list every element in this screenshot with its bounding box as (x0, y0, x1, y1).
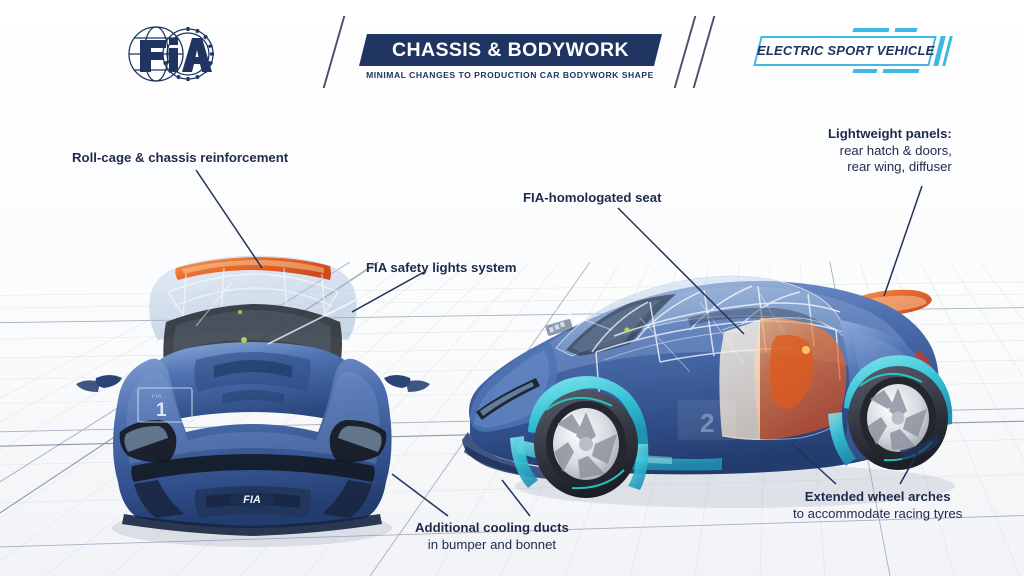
fia-logo (128, 26, 214, 82)
page-title: CHASSIS & BODYWORK (392, 39, 629, 61)
front-car-splitter (122, 514, 382, 536)
leader-roll-cage (195, 169, 263, 269)
leader-seat (617, 207, 745, 335)
callout-roll-cage-title: Roll-cage & chassis reinforcement (72, 150, 289, 165)
arch-measure-arc (545, 396, 613, 411)
badge-tick-top-2 (894, 28, 918, 32)
leader-wheel-arches-2 (899, 451, 919, 485)
svg-text:FIA: FIA (152, 394, 161, 400)
homologated-seat (770, 334, 814, 409)
svg-text:FIA: FIA (243, 494, 261, 506)
callout-seat-title: FIA-homologated seat (523, 190, 662, 205)
callout-arches-sub: to accommodate racing tyres (793, 505, 963, 521)
callout-arches-title: Extended wheel arches (804, 489, 951, 504)
callout-roll-cage: Roll-cage & chassis reinforcement (72, 150, 288, 167)
callout-ducts-sub: in bumper and bonnet (427, 536, 557, 552)
rear-diffuser (900, 434, 940, 460)
rear-car-highlight-streak (519, 295, 613, 331)
fia-safety-lights-module (545, 319, 573, 336)
callout-safety-lights: FIA safety lights system (366, 260, 516, 277)
callout-panels-line-2: rear wing, diffuser (847, 159, 952, 174)
front-car: 1 FIA FIA (76, 255, 430, 536)
svg-text:2: 2 (700, 408, 714, 438)
marker-light-green-front (241, 337, 247, 343)
callout-lightweight-panels: Lightweight panels: rear hatch & doors, … (828, 126, 952, 176)
callout-ducts-title: Additional cooling ducts (415, 520, 569, 535)
front-car-number-plate: 1 FIA (137, 387, 193, 423)
rear-car-door-number: 2 (677, 399, 737, 441)
front-car-grille (131, 454, 375, 482)
callout-panels-title: Lightweight panels: (828, 126, 952, 141)
leader-ducts-1 (391, 473, 449, 517)
bonnet-cooling-ducts (194, 352, 311, 404)
front-car-mirror-right (384, 375, 411, 388)
electric-sport-vehicle-badge: ELECTRIC SPORT VEHICLE (753, 28, 955, 73)
rear-car-windscreen (566, 294, 676, 356)
extended-wheel-arch-rear (844, 355, 953, 426)
callout-panels-line-1: rear hatch & doors, (839, 142, 952, 158)
leader-ducts-2 (501, 479, 531, 517)
front-car-mirror-left (95, 375, 122, 388)
callout-wheel-arches: Extended wheel arches to accommodate rac… (793, 489, 962, 522)
badge-tick-bottom-1 (852, 69, 878, 73)
rear-car-glass-cabin (555, 275, 847, 357)
leader-safety-lights (351, 271, 425, 313)
front-car-fia-badge: FIA (230, 489, 274, 509)
decorative-slash-right-2 (692, 16, 716, 88)
front-car-body (113, 358, 392, 528)
rear-car-front-wheel (510, 376, 649, 498)
arch-extension-front (510, 436, 538, 488)
svg-text:1: 1 (156, 400, 167, 421)
badge-label: ELECTRIC SPORT VEHICLE (757, 43, 935, 58)
rear-car: 2 (462, 275, 953, 498)
marker-light-green-rear (624, 327, 630, 333)
leader-panels (883, 185, 923, 297)
marker-light-green-front-2 (237, 309, 243, 315)
page-subtitle: MINIMAL CHANGES TO PRODUCTION CAR BODYWO… (366, 70, 654, 80)
leader-wheel-arches-1 (791, 443, 837, 485)
header: CHASSIS & BODYWORK MINIMAL CHANGES TO PR… (0, 0, 1024, 110)
badge-tick-bottom-2 (882, 69, 920, 73)
cream-panel (719, 320, 760, 440)
badge-tick-top-1 (852, 28, 890, 32)
callout-cooling-ducts: Additional cooling ducts in bumper and b… (415, 520, 569, 553)
safety-light-streak (267, 299, 357, 345)
title-banner: CHASSIS & BODYWORK (359, 34, 662, 66)
callout-homologated-seat: FIA-homologated seat (523, 190, 661, 207)
callout-safety-lights-title: FIA safety lights system (366, 260, 517, 275)
extended-wheel-arch-front (528, 376, 648, 448)
